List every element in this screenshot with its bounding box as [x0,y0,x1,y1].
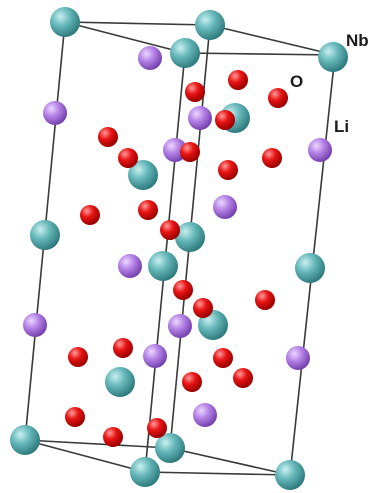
atom-o [255,290,275,310]
atoms-layer [10,7,348,490]
atom-o [180,142,200,162]
atom-li [188,106,212,130]
atom-o [228,70,248,90]
atom-nb [170,38,200,68]
atom-nb [10,425,40,455]
atom-li [23,313,47,337]
atom-o [218,160,238,180]
atom-o [103,427,123,447]
atom-o [160,220,180,240]
atom-nb [148,251,178,281]
label-nb: Nb [346,31,369,50]
atom-nb [175,222,205,252]
atom-li [286,346,310,370]
atom-nb [130,457,160,487]
atom-o [113,338,133,358]
unit-cell-edges [24,21,336,476]
atom-o [65,407,85,427]
atom-li [118,254,142,278]
atom-nb [295,253,325,283]
atom-o [118,148,138,168]
cell-edge [209,24,336,56]
atom-o [262,148,282,168]
cell-edge [24,439,171,449]
atom-o [68,347,88,367]
label-li: Li [334,117,350,136]
atom-li [168,314,192,338]
atom-li [193,403,217,427]
atom-li [43,101,67,125]
cell-edge [24,439,146,473]
atom-li [213,195,237,219]
cell-edge [184,52,336,56]
label-o: O [290,72,304,91]
cell-edge [169,447,291,476]
atom-o [213,348,233,368]
cell-edge [64,21,186,54]
atom-o [182,372,202,392]
atom-nb [128,160,158,190]
atom-nb [105,367,135,397]
atom-nb [155,433,185,463]
atom-o [268,88,288,108]
atom-li [143,344,167,368]
atom-nb [318,42,348,72]
atom-o [138,200,158,220]
atom-o [185,82,205,102]
atom-o [80,205,100,225]
atom-li [138,46,162,70]
atom-o [147,418,167,438]
atom-o [193,298,213,318]
atom-o [233,368,253,388]
atom-nb [275,460,305,490]
atom-o [98,127,118,147]
atom-nb [195,10,225,40]
atom-nb [30,220,60,250]
atom-li [308,138,332,162]
atom-o [173,280,193,300]
cell-edge [144,471,291,476]
cell-edge [64,21,211,26]
atom-o [215,110,235,130]
atom-nb [50,7,80,37]
